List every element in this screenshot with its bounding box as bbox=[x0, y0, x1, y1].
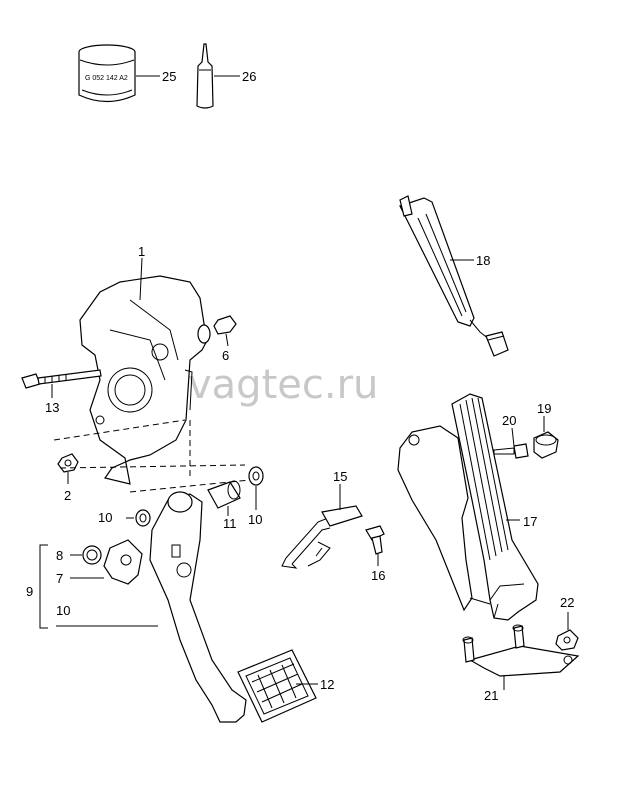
bracket-part-15-16: 15 16 bbox=[281, 469, 385, 583]
callout-10-right: 10 bbox=[248, 512, 262, 527]
pedal-part-12: 12 bbox=[149, 491, 334, 723]
bolt-part-13: 13 bbox=[21, 369, 102, 415]
bottle-part-26: 26 bbox=[196, 43, 256, 109]
bushings-part-10-11: 10 11 10 bbox=[98, 466, 264, 531]
callout-12: 12 bbox=[320, 677, 334, 692]
sensor-strip-part-18: 18 bbox=[399, 195, 509, 357]
callout-15: 15 bbox=[333, 469, 347, 484]
bolt-part-20: 20 bbox=[493, 413, 529, 459]
callout-2: 2 bbox=[64, 488, 71, 503]
callout-22: 22 bbox=[560, 595, 574, 610]
base-plate-part-21: 21 bbox=[462, 624, 580, 703]
watermark-text: vagtec.ru bbox=[188, 362, 378, 408]
grease-can-label: G 052 142 A2 bbox=[85, 75, 128, 82]
nut-part-2: 2 bbox=[57, 453, 79, 503]
nut-part-22: 22 bbox=[555, 595, 579, 651]
pedal-bracket-part-1: 1 bbox=[79, 244, 211, 485]
callout-17: 17 bbox=[523, 514, 537, 529]
callout-21: 21 bbox=[484, 688, 498, 703]
callout-26: 26 bbox=[242, 69, 256, 84]
callout-1: 1 bbox=[138, 244, 145, 259]
callout-10-group: 10 bbox=[56, 603, 70, 618]
callout-16: 16 bbox=[371, 568, 385, 583]
callout-20: 20 bbox=[502, 413, 516, 428]
callout-8: 8 bbox=[56, 548, 63, 563]
callout-25: 25 bbox=[162, 69, 176, 84]
cap-part-19: 19 bbox=[533, 401, 559, 459]
callout-19: 19 bbox=[537, 401, 551, 416]
callout-11: 11 bbox=[223, 516, 237, 531]
accelerator-pedal-part-17: 17 bbox=[397, 393, 539, 621]
callout-18: 18 bbox=[476, 253, 490, 268]
callout-7: 7 bbox=[56, 571, 63, 586]
callout-10-left: 10 bbox=[98, 510, 112, 525]
nut-part-6: 6 bbox=[197, 315, 237, 363]
sensor-group-parts-7-8-9: 8 7 9 10 bbox=[26, 539, 158, 629]
grease-can-part-25: G 052 142 A2 25 bbox=[78, 44, 176, 103]
callout-13: 13 bbox=[45, 400, 59, 415]
callout-6: 6 bbox=[222, 348, 229, 363]
callout-9: 9 bbox=[26, 584, 33, 599]
